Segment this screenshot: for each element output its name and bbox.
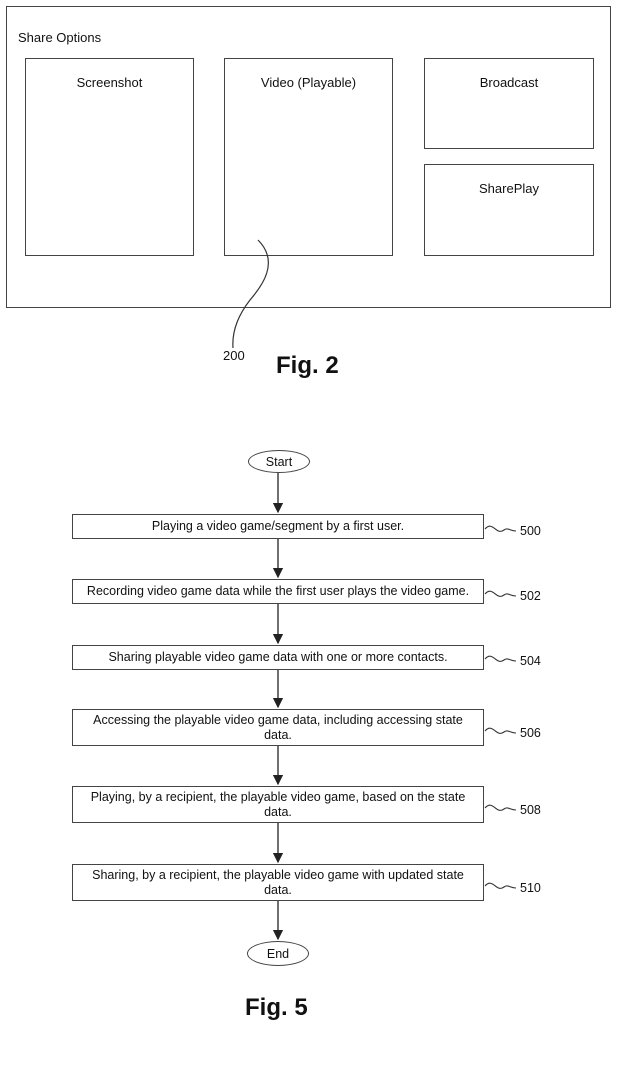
option-label: Screenshot — [76, 75, 143, 90]
figure-label: Fig. 5 — [245, 994, 308, 1021]
panel-title: Share Options — [18, 30, 102, 45]
option-video-playable[interactable]: Video (Playable) — [224, 58, 393, 256]
step-number: 506 — [520, 726, 541, 740]
end-terminal: End — [247, 941, 309, 966]
step-text: Accessing the playable video game data, … — [93, 712, 463, 742]
step-leader — [484, 590, 517, 597]
step-number: 510 — [520, 881, 541, 895]
step-leader — [484, 655, 517, 662]
option-screenshot[interactable]: Screenshot — [25, 58, 194, 256]
option-shareplay[interactable]: SharePlay — [424, 164, 594, 256]
step-508: Playing, by a recipient, the playable vi… — [72, 786, 484, 823]
step-number: 500 — [520, 524, 541, 538]
option-broadcast[interactable]: Broadcast — [424, 58, 594, 149]
step-leader — [484, 525, 517, 532]
share-options-panel — [6, 6, 611, 308]
step-leader — [484, 882, 517, 889]
step-text: Sharing playable video game data with on… — [108, 650, 448, 664]
step-504: Sharing playable video game data with on… — [72, 645, 484, 670]
reference-leader-line — [232, 239, 269, 349]
option-label: Video (Playable) — [260, 75, 357, 90]
end-label: End — [266, 946, 290, 961]
figure-label: Fig. 2 — [276, 352, 339, 379]
step-leader — [484, 727, 517, 734]
option-label: Broadcast — [479, 75, 539, 90]
step-number: 502 — [520, 589, 541, 603]
step-text: Sharing, by a recipient, the playable vi… — [92, 867, 464, 897]
step-510: Sharing, by a recipient, the playable vi… — [72, 864, 484, 901]
step-506: Accessing the playable video game data, … — [72, 709, 484, 746]
step-502: Recording video game data while the firs… — [72, 579, 484, 604]
step-text: Recording video game data while the firs… — [86, 584, 470, 598]
start-terminal: Start — [248, 450, 310, 473]
step-leader — [484, 804, 517, 811]
step-500: Playing a video game/segment by a first … — [72, 514, 484, 539]
step-text: Playing a video game/segment by a first … — [151, 519, 405, 533]
option-label: SharePlay — [479, 181, 539, 196]
step-number: 504 — [520, 654, 541, 668]
start-label: Start — [265, 454, 293, 469]
reference-number: 200 — [223, 348, 245, 363]
step-text: Playing, by a recipient, the playable vi… — [90, 789, 466, 819]
step-number: 508 — [520, 803, 541, 817]
